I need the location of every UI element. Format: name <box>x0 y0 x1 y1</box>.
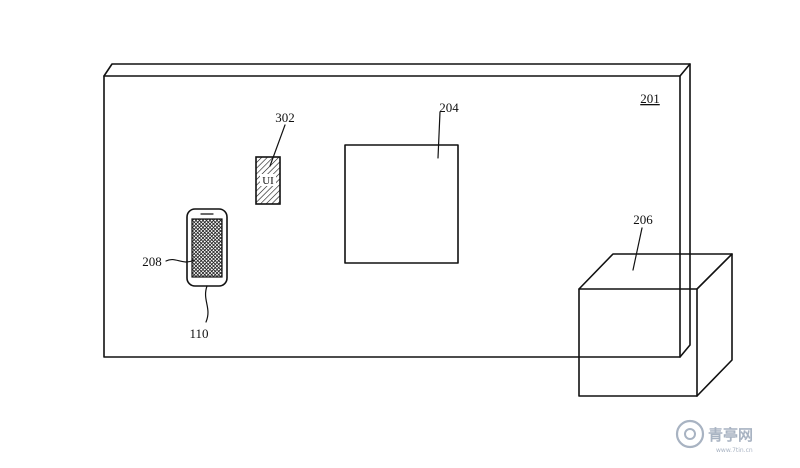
ui-element: UI <box>255 156 281 205</box>
box-leader <box>632 227 643 271</box>
wall-panel <box>103 63 691 358</box>
label-box: 206 <box>633 212 653 227</box>
watermark-text: 青亭网 <box>708 426 753 444</box>
label-display: 204 <box>439 100 459 115</box>
device-leader <box>204 285 209 323</box>
display-leader <box>437 111 441 159</box>
watermark-url: www.7tin.cn <box>716 447 753 454</box>
phone-leader <box>165 258 195 263</box>
phone-device <box>186 208 228 287</box>
label-phone: 208 <box>142 254 162 269</box>
ui-element-leader <box>269 124 286 167</box>
label-device: 110 <box>189 326 208 341</box>
box-cube <box>578 253 733 397</box>
ui-element-text: UI <box>262 175 274 187</box>
label-ui-element: 302 <box>275 110 295 125</box>
display-rect <box>344 144 459 264</box>
watermark: 青亭网 www.7tin.cn <box>675 419 753 454</box>
watermark-logo-icon <box>675 419 705 449</box>
label-wall: 201 <box>640 91 660 106</box>
